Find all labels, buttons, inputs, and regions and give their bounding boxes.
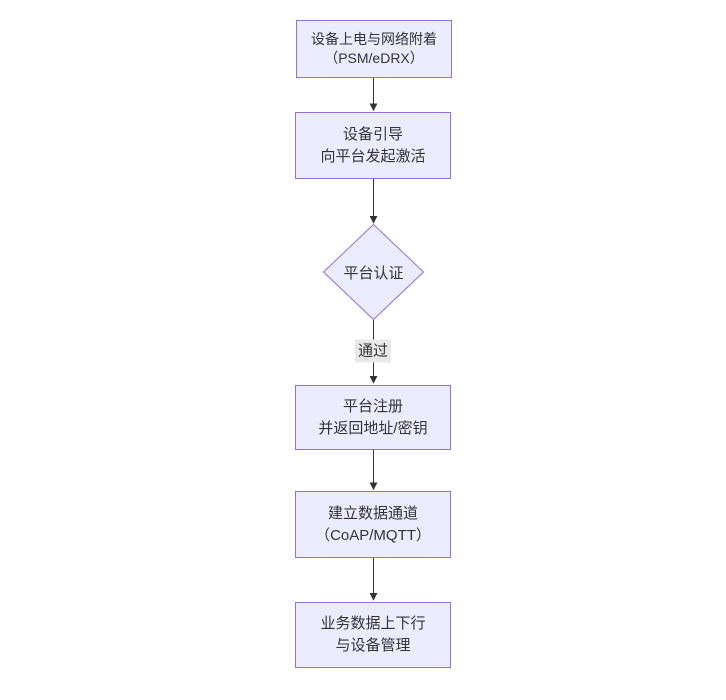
decision-diamond-shape — [322, 223, 425, 321]
flow-node-data-channel: 建立数据通道 （CoAP/MQTT） — [295, 491, 451, 558]
decision-platform-auth-label: 平台认证 — [322, 259, 425, 285]
node-label-line: （PSM/eDRX） — [324, 50, 424, 66]
flow-node-power-attach: 设备上电与网络附着 （PSM/eDRX） — [296, 20, 452, 78]
node-label-line: 建立数据通道 — [327, 504, 418, 522]
flow-node-bootstrap: 设备引导 向平台发起激活 — [295, 112, 451, 179]
node-label-line: 向平台发起激活 — [320, 147, 426, 165]
flow-node-register: 平台注册 并返回地址/密钥 — [295, 385, 451, 450]
node-label-line: 平台认证 — [343, 264, 404, 282]
node-label-line: 设备引导 — [342, 125, 403, 143]
edge-label-pass: 通过 — [354, 339, 392, 363]
node-label-line: 与设备管理 — [335, 637, 411, 654]
flow-node-business-data: 业务数据上下行 与设备管理 — [295, 602, 451, 668]
edge-label-text: 通过 — [357, 342, 389, 360]
node-label-line: 设备上电与网络附着 — [311, 31, 437, 47]
node-label-line: 业务数据上下行 — [320, 615, 426, 632]
node-label-line: （CoAP/MQTT） — [315, 526, 431, 544]
node-label-line: 并返回地址/密钥 — [318, 419, 428, 437]
node-label-line: 平台注册 — [342, 397, 403, 415]
